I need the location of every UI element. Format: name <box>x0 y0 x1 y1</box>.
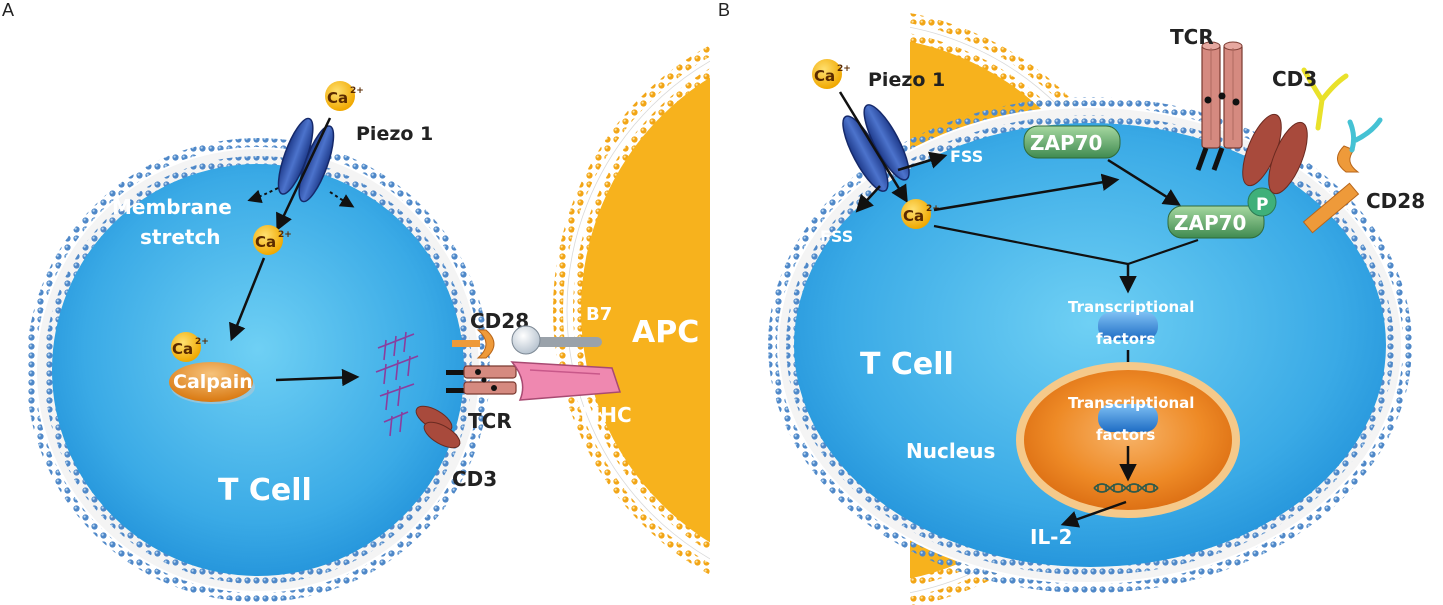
svg-text:P: P <box>1256 195 1268 215</box>
cd3-a <box>415 405 461 449</box>
tcr-a <box>446 365 517 395</box>
svg-text:factors: factors <box>1096 426 1155 444</box>
panel-b-letter: B <box>718 0 730 20</box>
tcr-b <box>1195 41 1243 171</box>
fss-label-upper: FSS <box>950 147 983 166</box>
stretch-arrow-left <box>247 187 279 204</box>
zap70-activation-arrow <box>1107 158 1181 206</box>
svg-text:Ca: Ca <box>172 340 193 358</box>
svg-text:Ca: Ca <box>255 233 276 251</box>
zap70-unphosphorylated: ZAP70 <box>1023 125 1121 159</box>
cd3-label-a: CD3 <box>452 467 497 491</box>
transcription-factor-cytoplasm: Transcriptional factors <box>1068 298 1194 348</box>
ca-to-calpain-arrow <box>229 257 266 342</box>
ca-influx-arrow-a <box>276 117 332 232</box>
cd3-b <box>1242 67 1349 195</box>
b7-label: B7 <box>586 304 612 325</box>
dna-helix <box>1093 483 1159 493</box>
calcium-ion-top-b: Ca 2+ <box>812 59 851 89</box>
zap70-phosphorylated: P ZAP70 <box>1167 187 1277 239</box>
cd3-label-b: CD3 <box>1272 67 1317 91</box>
cd28-receptor-b <box>1302 117 1383 234</box>
svg-text:Ca: Ca <box>327 89 348 107</box>
actin-filaments <box>375 331 419 437</box>
pmhc <box>510 361 622 401</box>
svg-text:Calpain: Calpain <box>173 371 253 393</box>
calcium-ion-mid-b: Ca 2+ <box>901 199 940 229</box>
b7-ligand <box>511 325 602 355</box>
calcium-ion-mid-a: Ca 2+ <box>253 225 292 255</box>
panel-b: B Ca 2+ Piezo 1 FSS FSS Ca <box>718 0 1425 593</box>
piezo-label-b: Piezo 1 <box>868 69 945 91</box>
svg-text:2+: 2+ <box>350 86 364 96</box>
calcium-ion-top-a: Ca 2+ <box>325 81 364 111</box>
membrane-stretch-label-2: stretch <box>140 225 221 249</box>
ca-pathway-line <box>933 224 1129 266</box>
piezo-channel-b <box>842 104 910 192</box>
dna-to-il2-arrow <box>1060 500 1127 528</box>
apc-label: APC <box>632 315 699 350</box>
tcr-label-b: TCR <box>1170 25 1214 49</box>
ca-to-zap70-arrow <box>933 173 1120 212</box>
transcription-factor-nucleus: Transcriptional factors <box>1068 394 1194 444</box>
svg-text:2+: 2+ <box>278 230 292 240</box>
fss-label-lower: FSS <box>820 227 853 246</box>
t-cell-a <box>26 138 490 602</box>
nucleus <box>1016 362 1240 518</box>
piezo-label-a: Piezo 1 <box>356 123 433 145</box>
calpain: Ca 2+ Calpain <box>169 332 255 404</box>
t-cell-label-a: T Cell <box>218 473 312 508</box>
nucleus-label: Nucleus <box>906 439 995 463</box>
svg-text:2+: 2+ <box>926 204 940 214</box>
pmhc-label: pMHC <box>566 403 632 427</box>
svg-text:Ca: Ca <box>903 207 924 225</box>
svg-text:factors: factors <box>1096 330 1155 348</box>
t-cell-label-b: T Cell <box>860 347 954 382</box>
membrane-stretch-label-1: Membrane <box>112 195 232 219</box>
svg-text:2+: 2+ <box>195 337 209 347</box>
zap70-pathway-line <box>1127 238 1199 266</box>
tcr-label-a: TCR <box>468 409 512 433</box>
svg-text:Transcriptional: Transcriptional <box>1068 394 1194 412</box>
svg-text:Transcriptional: Transcriptional <box>1068 298 1194 316</box>
cd28-label-b: CD28 <box>1366 189 1425 213</box>
svg-text:ZAP70: ZAP70 <box>1030 131 1102 155</box>
calpain-to-actin-arrow <box>275 368 360 387</box>
stretch-arrow-right <box>329 191 355 208</box>
panel-a-letter: A <box>2 0 14 20</box>
il2-label: IL-2 <box>1030 525 1072 549</box>
svg-text:2+: 2+ <box>837 64 851 74</box>
fss-arrow-lower <box>855 185 881 213</box>
ca-influx-arrow-b <box>838 91 908 203</box>
svg-text:Ca: Ca <box>814 67 835 85</box>
cd28-receptor-a <box>452 329 495 359</box>
fss-arrow-upper <box>897 151 948 172</box>
svg-text:ZAP70: ZAP70 <box>1174 211 1246 235</box>
piezo-channel-a <box>277 117 335 203</box>
